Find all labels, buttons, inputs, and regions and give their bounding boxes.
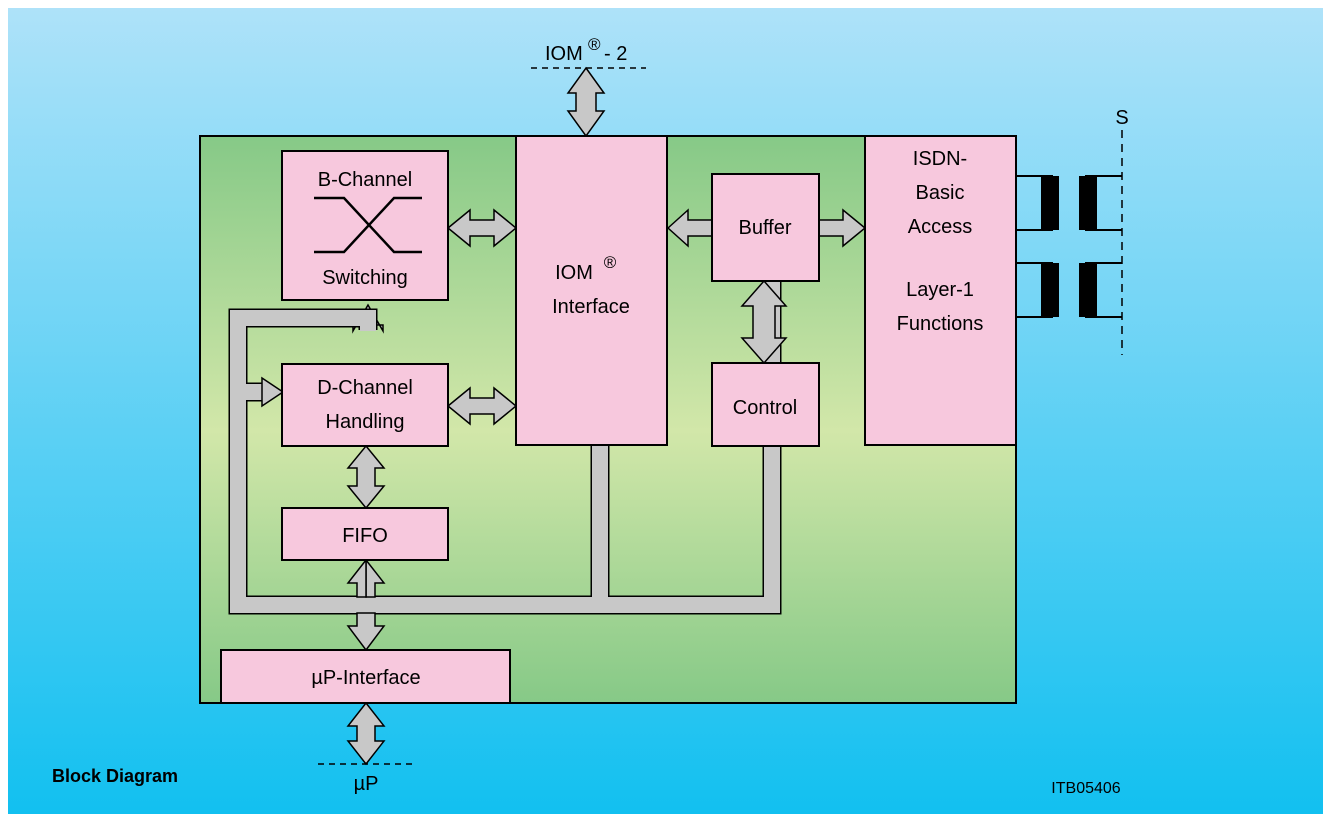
iom-label: IOM bbox=[555, 262, 593, 284]
bus-up-arrow bbox=[346, 612, 386, 652]
up-external-label: µP bbox=[318, 763, 416, 795]
iom2-base-label: IOM bbox=[545, 43, 583, 65]
functions-label: Functions bbox=[897, 313, 984, 335]
iom2-registered-mark: ® bbox=[588, 35, 601, 54]
s-bus-label: S bbox=[1115, 107, 1128, 129]
transformer-1-icon bbox=[1016, 175, 1122, 231]
handling-label: Handling bbox=[326, 411, 405, 433]
iom2-suffix-label: - 2 bbox=[604, 43, 627, 65]
d-channel-handling-block: D-Channel Handling bbox=[281, 363, 449, 447]
fifo-bus-arrow-left bbox=[346, 557, 367, 598]
up-interface-block: µP-Interface bbox=[220, 649, 511, 704]
figure-id: ITB05406 bbox=[1051, 780, 1120, 797]
interface-label: Interface bbox=[552, 296, 630, 318]
buffer-block: Buffer bbox=[711, 173, 820, 282]
b-channel-switching-block: B-Channel Switching bbox=[281, 150, 449, 301]
isdn-layer1-block: ISDN- Basic Access Layer-1 Functions bbox=[864, 135, 1017, 446]
b-bus-branch-fill bbox=[348, 310, 376, 331]
bus-head-d-channel bbox=[261, 376, 285, 408]
switching-label: Switching bbox=[322, 267, 408, 289]
up-interface-label: µP-Interface bbox=[311, 667, 420, 689]
buffer-label: Buffer bbox=[739, 217, 792, 239]
transformer-2-icon bbox=[1016, 262, 1122, 318]
crossbar-icon bbox=[314, 196, 422, 254]
basic-label: Basic bbox=[916, 182, 965, 204]
b-channel-label: B-Channel bbox=[318, 169, 413, 191]
control-block: Control bbox=[711, 362, 820, 447]
layer1-label: Layer-1 bbox=[906, 279, 974, 301]
fifo-block: FIFO bbox=[281, 507, 449, 561]
access-label: Access bbox=[908, 216, 972, 238]
iom-interface-block: IOM ® Interface bbox=[515, 135, 668, 446]
fifo-label: FIFO bbox=[342, 525, 388, 547]
diagram-title: Block Diagram bbox=[52, 766, 178, 786]
buffer-isdn-arrow bbox=[818, 208, 867, 248]
iom2-external-label: IOM ® - 2 bbox=[531, 35, 646, 69]
isdn-label: ISDN- bbox=[913, 148, 967, 170]
up-label: µP bbox=[354, 773, 379, 795]
d-channel-label: D-Channel bbox=[317, 377, 413, 399]
control-label: Control bbox=[733, 397, 797, 419]
iom-registered-mark: ® bbox=[604, 253, 617, 272]
s-interface: S bbox=[1016, 107, 1129, 355]
